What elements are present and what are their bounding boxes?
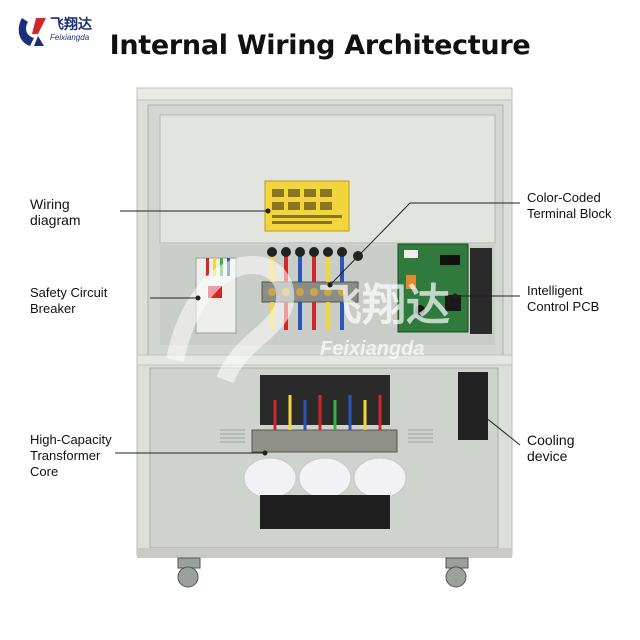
callout-line: Intelligent [527, 283, 583, 298]
watermark-en: Feixiangda [320, 338, 424, 360]
watermark-cn: 飞翔达 [318, 280, 450, 331]
callout-line: diagram [30, 212, 81, 228]
brand-name-cn: 飞翔达 [50, 17, 92, 33]
watermark [166, 255, 295, 384]
leader-cooling [469, 404, 521, 446]
callout-cooling: Cooling device [527, 432, 574, 464]
callout-line: device [527, 448, 568, 464]
callout-line: Terminal Block [527, 206, 612, 221]
callout-breaker: Safety Circuit Breaker [30, 285, 107, 317]
callout-line: High-Capacity [30, 432, 112, 447]
callout-terminal-block: Color-Coded Terminal Block [527, 190, 612, 222]
transformer-core [243, 375, 407, 529]
callout-line: Breaker [30, 301, 76, 316]
brand-name-en: Feixiangda [50, 33, 90, 42]
callout-pcb: Intelligent Control PCB [527, 283, 599, 315]
cabinet-top [136, 87, 513, 101]
control-pcb [397, 243, 492, 334]
callout-line: Wiring [30, 196, 70, 212]
callout-transformer: High-Capacity Transformer Core [30, 432, 112, 480]
callout-line: Core [30, 464, 59, 479]
page-title: Internal Wiring Architecture [109, 30, 531, 61]
compartment-divider [136, 354, 513, 366]
cover-panel [159, 114, 496, 244]
callout-wiring-diagram: Wiring diagram [30, 196, 81, 228]
callout-line: Transformer [30, 448, 101, 463]
callout-line: Control PCB [527, 299, 600, 314]
cooling-device [458, 372, 488, 440]
leader-terminal-2 [329, 202, 411, 286]
brand-logo-icon [18, 18, 46, 46]
callout-line: Cooling [527, 432, 575, 448]
callout-line: Color-Coded [527, 190, 601, 205]
cabinet-base [137, 548, 512, 558]
caster-wheels [177, 557, 469, 588]
callout-line: Safety Circuit [30, 285, 108, 300]
